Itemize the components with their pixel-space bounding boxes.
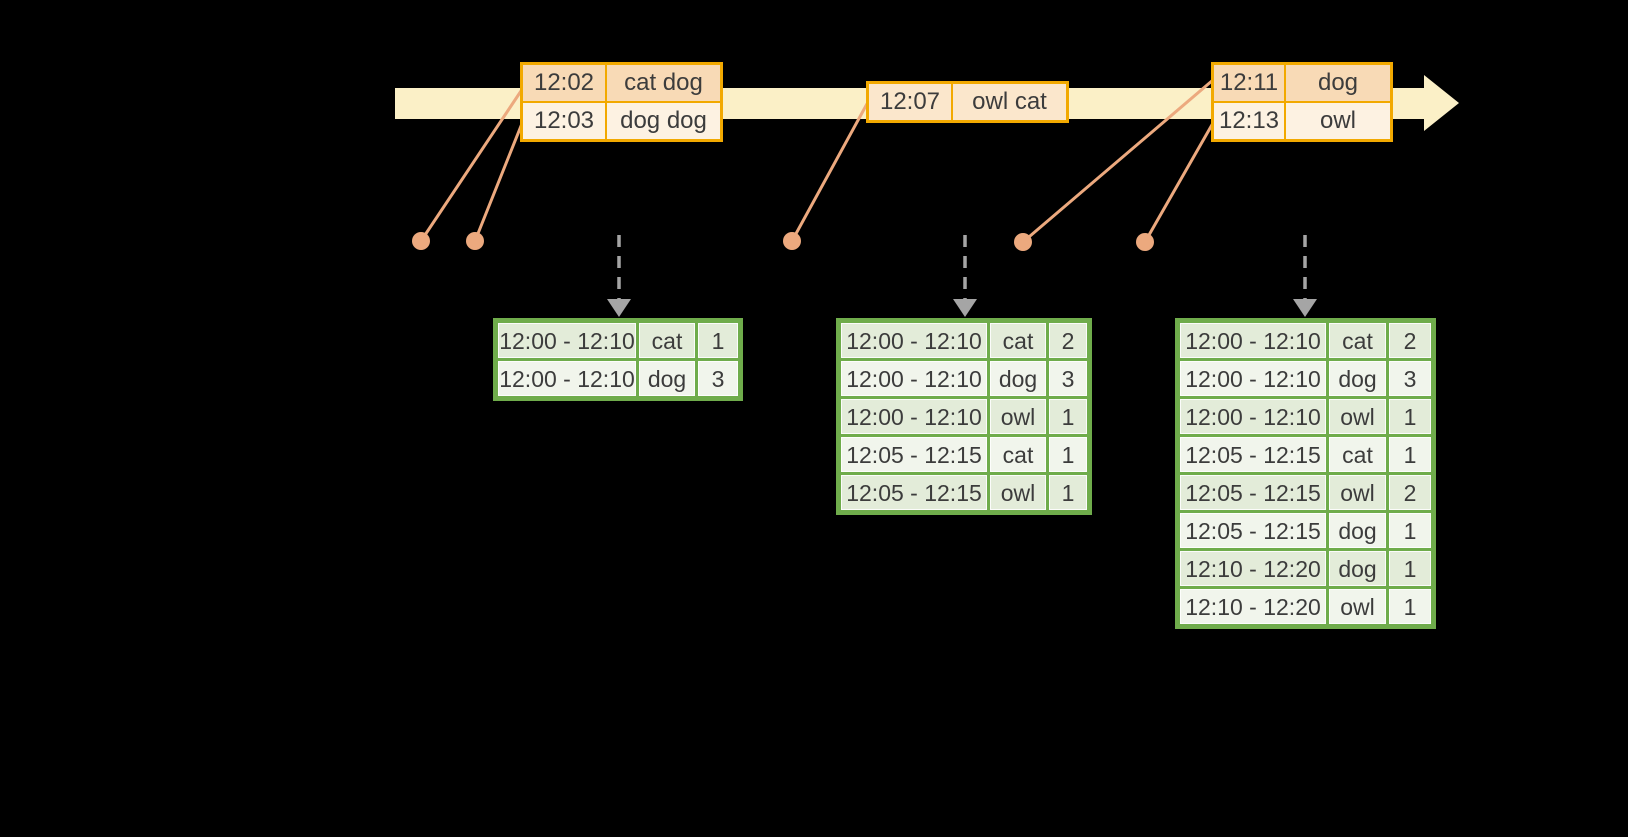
result-window-cell: 12:00 - 12:10 [841, 361, 987, 396]
result-count-cell: 3 [698, 361, 738, 396]
result-word-cell: cat [639, 323, 695, 358]
result-window-cell: 12:05 - 12:15 [1180, 437, 1326, 472]
result-count-cell: 1 [1389, 399, 1431, 434]
event-words-cell: dog dog [607, 103, 720, 139]
event-connector-line [419, 86, 525, 243]
event-dots [412, 232, 1154, 251]
event-time-cell: 12:02 [523, 65, 605, 101]
result-window-cell: 12:10 - 12:20 [1180, 551, 1326, 586]
result-window-cell: 12:00 - 12:10 [1180, 361, 1326, 396]
result-count-cell: 1 [1049, 475, 1087, 510]
result-window-cell: 12:10 - 12:20 [1180, 589, 1326, 624]
event-connector-line [790, 100, 870, 243]
result-word-cell: cat [1329, 437, 1386, 472]
result-word-cell: owl [1329, 399, 1386, 434]
event-words-cell: dog [1286, 65, 1390, 101]
event-dot [466, 232, 484, 250]
timeline-arrow-head-icon [1424, 75, 1459, 131]
result-count-cell: 1 [1389, 513, 1431, 548]
event-time-cell: 12:03 [523, 103, 605, 139]
down-arrow-icon [607, 299, 631, 317]
result-count-cell: 1 [1049, 399, 1087, 434]
result-count-cell: 1 [698, 323, 738, 358]
trigger-arrow-lines [617, 235, 1307, 299]
result-count-cell: 3 [1389, 361, 1431, 396]
result-count-cell: 1 [1389, 437, 1431, 472]
result-window-cell: 12:00 - 12:10 [498, 323, 636, 358]
result-word-cell: cat [990, 323, 1046, 358]
result-count-cell: 2 [1049, 323, 1087, 358]
down-arrow-icon [953, 299, 977, 317]
result-word-cell: owl [1329, 589, 1386, 624]
result-count-cell: 1 [1389, 589, 1431, 624]
result-word-cell: dog [990, 361, 1046, 396]
event-time-cell: 12:07 [869, 84, 951, 120]
event-connector-line [473, 119, 525, 243]
result-count-cell: 1 [1049, 437, 1087, 472]
event-words-cell: owl cat [953, 84, 1066, 120]
event-time-cell: 12:11 [1214, 65, 1284, 101]
result-window-cell: 12:05 - 12:15 [841, 475, 987, 510]
result-word-cell: owl [990, 399, 1046, 434]
result-window-cell: 12:00 - 12:10 [841, 399, 987, 434]
result-window-cell: 12:00 - 12:10 [1180, 399, 1326, 434]
result-word-cell: dog [1329, 361, 1386, 396]
result-window-cell: 12:00 - 12:10 [841, 323, 987, 358]
result-word-cell: owl [990, 475, 1046, 510]
event-dot [1136, 233, 1154, 251]
result-window-cell: 12:00 - 12:10 [1180, 323, 1326, 358]
event-words-cell: owl [1286, 103, 1390, 139]
result-window-cell: 12:05 - 12:15 [1180, 513, 1326, 548]
result-word-cell: cat [990, 437, 1046, 472]
result-word-cell: dog [1329, 513, 1386, 548]
event-dot [1014, 233, 1032, 251]
event-words-cell: cat dog [607, 65, 720, 101]
event-dot [412, 232, 430, 250]
result-word-cell: dog [639, 361, 695, 396]
result-count-cell: 2 [1389, 475, 1431, 510]
result-count-cell: 3 [1049, 361, 1087, 396]
event-time-cell: 12:13 [1214, 103, 1284, 139]
down-arrow-icon [1293, 299, 1317, 317]
event-connector-lines [419, 78, 1215, 244]
trigger-arrow-heads [607, 299, 1317, 317]
result-count-cell: 2 [1389, 323, 1431, 358]
event-connector-line [1143, 121, 1215, 244]
result-window-cell: 12:05 - 12:15 [1180, 475, 1326, 510]
event-dot [783, 232, 801, 250]
result-count-cell: 1 [1389, 551, 1431, 586]
result-window-cell: 12:00 - 12:10 [498, 361, 636, 396]
result-window-cell: 12:05 - 12:15 [841, 437, 987, 472]
result-word-cell: dog [1329, 551, 1386, 586]
result-word-cell: owl [1329, 475, 1386, 510]
event-connector-line [1021, 78, 1215, 244]
result-word-cell: cat [1329, 323, 1386, 358]
